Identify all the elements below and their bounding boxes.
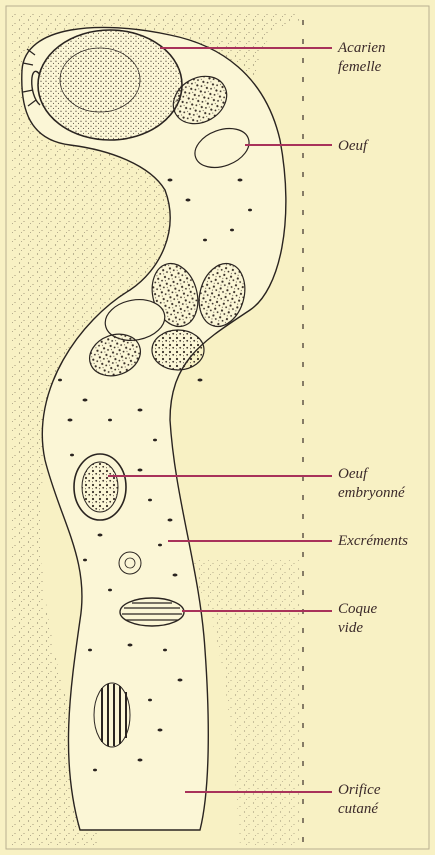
label-coque-vide: Coque vide xyxy=(338,600,377,638)
label-acarien-femelle: Acarien femelle xyxy=(338,39,385,77)
label-oeuf-embryonne: Oeuf embryonné xyxy=(338,465,405,503)
label-orifice-cutane: Orifice cutané xyxy=(338,781,381,819)
small-egg xyxy=(119,552,141,574)
egg-6 xyxy=(152,330,204,370)
label-excrements: Excréments xyxy=(338,532,408,551)
label-oeuf: Oeuf xyxy=(338,137,367,156)
lower-shell xyxy=(94,683,130,747)
empty-shell xyxy=(120,598,184,626)
